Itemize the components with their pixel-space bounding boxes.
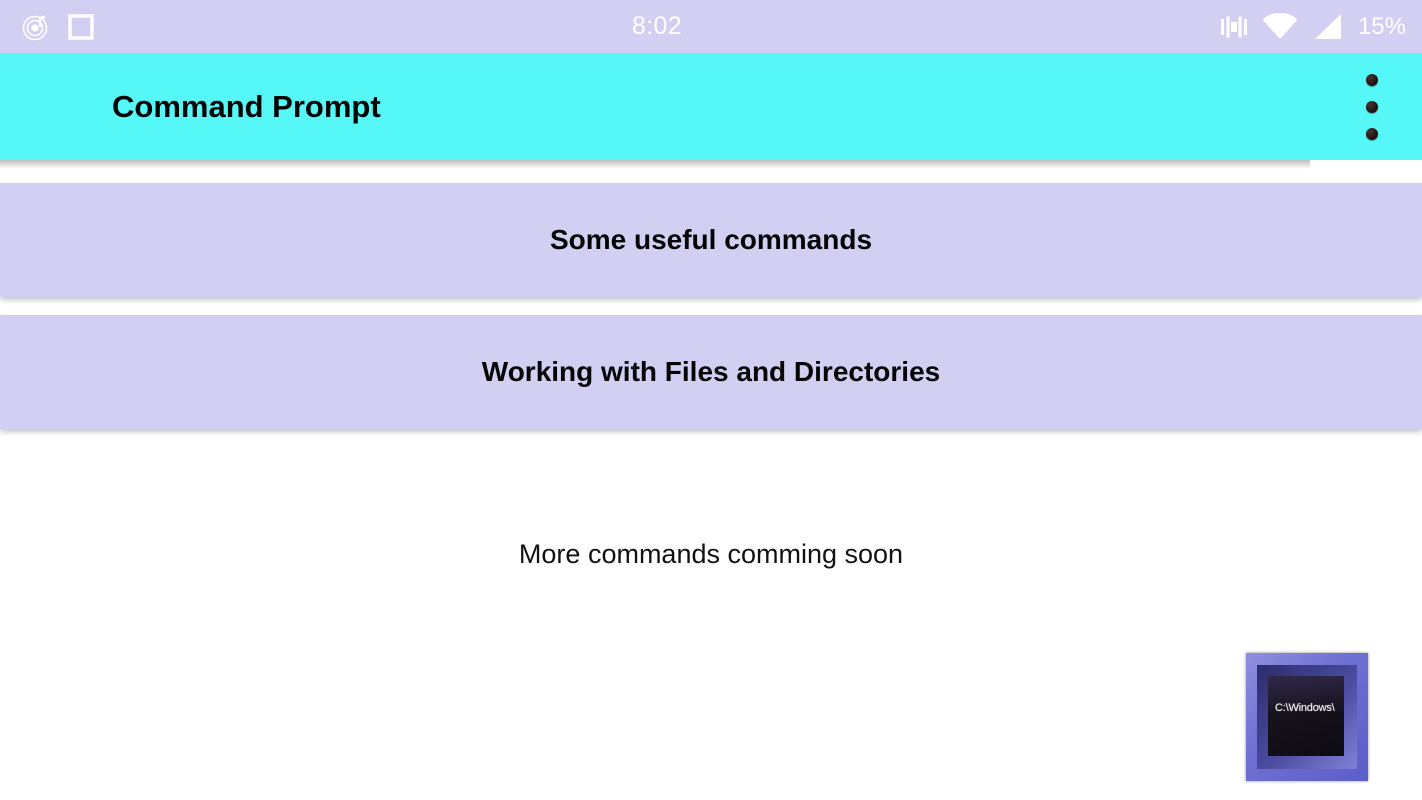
battery-percentage: 15% [1357,12,1406,40]
card-label: Working with Files and Directories [481,356,941,387]
command-prompt-icon-screen: C:\Windows\ [1268,676,1344,756]
command-prompt-icon-bevel: C:\Windows\ [1257,665,1357,769]
app-bar-title: Command Prompt [112,88,381,124]
command-prompt-icon-screen-glow [1268,676,1344,713]
footer-note: More commands comming soon [518,539,904,569]
vibrate-icon [1220,14,1248,40]
overflow-dot-1 [1366,73,1378,86]
overflow-menu-icon[interactable] [1366,73,1378,140]
app-bar: Command Prompt [0,53,1422,160]
cellular-signal-icon [1312,13,1342,40]
status-bar-notification-icons [0,13,94,41]
status-bar-clock-container: 8:02 [94,14,1220,39]
status-bar-clock: 8:02 [632,12,682,40]
overflow-dot-3 [1366,127,1378,140]
status-bar-system-icons: 15% [1220,13,1422,40]
command-prompt-icon-path-text: C:\Windows\ [1275,702,1335,714]
overflow-dot-2 [1366,100,1378,113]
list-item-some-useful-commands[interactable]: Some useful commands [0,183,1422,297]
app-bar-shadow [0,160,1310,169]
card-label: Some useful commands [549,224,873,255]
square-notification-icon [68,13,94,40]
main-content: Some useful commands Working with Files … [0,169,1422,800]
wifi-icon [1262,13,1298,40]
list-item-working-with-files-and-directories[interactable]: Working with Files and Directories [0,315,1422,429]
music-notification-icon [22,13,50,41]
status-bar: 8:02 15% [0,0,1422,53]
command-prompt-icon: C:\Windows\ [1246,653,1368,781]
